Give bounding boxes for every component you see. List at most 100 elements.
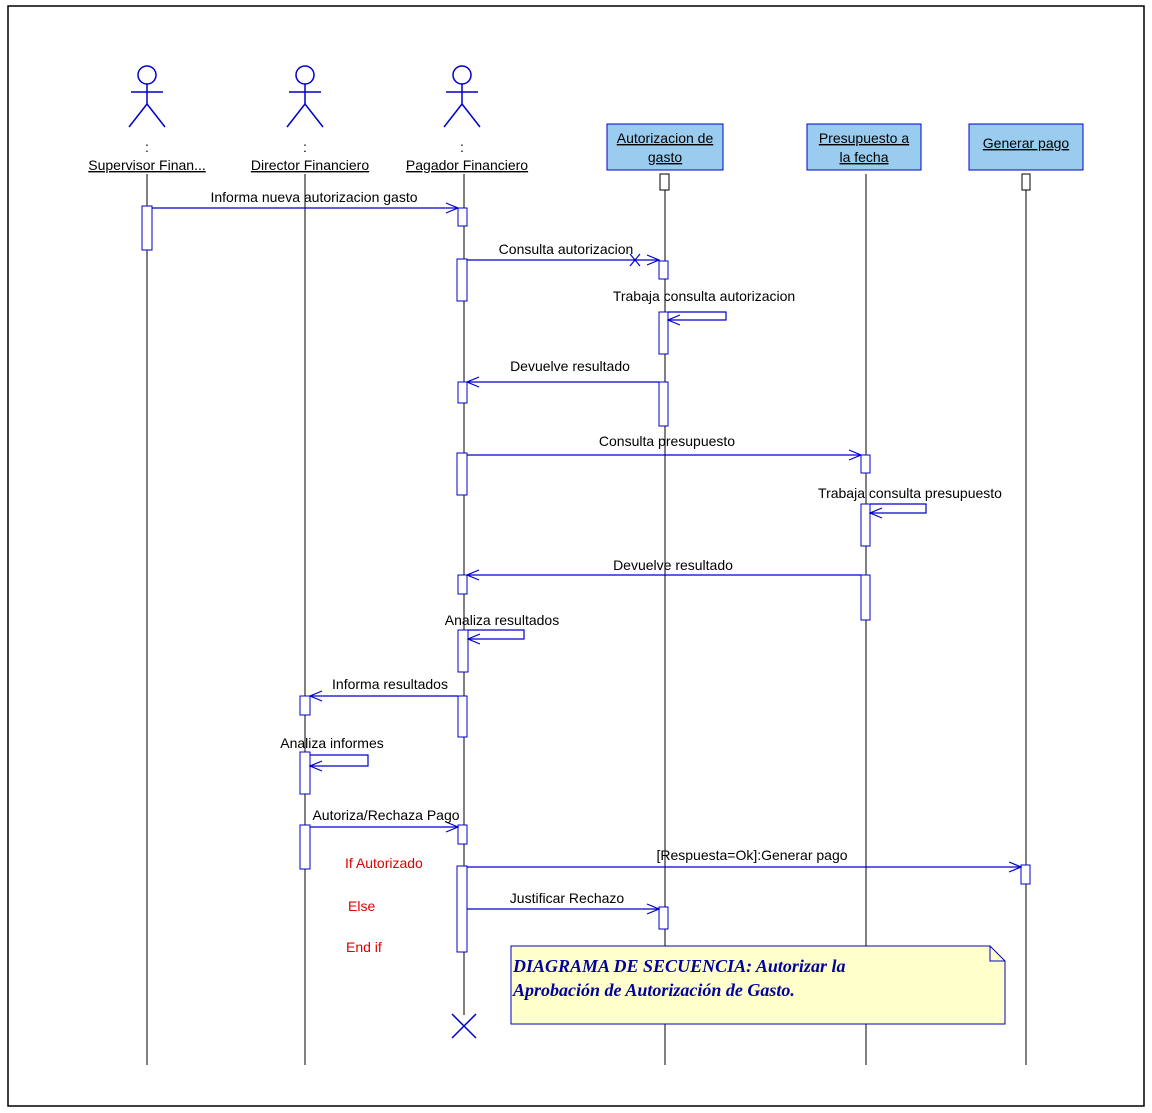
actor-name: Director Financiero — [251, 157, 369, 173]
actor-pagador[interactable] — [443, 65, 481, 128]
object-generar-pago[interactable]: Generar pago — [968, 123, 1084, 171]
activation-bar — [457, 629, 469, 673]
message-label: [Respuesta=Ok]:Generar pago — [656, 847, 847, 863]
activation-bar — [860, 574, 871, 621]
message-informa-autorizacion[interactable] — [152, 202, 460, 214]
note-fold-icon — [989, 946, 1005, 962]
activation-bar — [299, 824, 311, 870]
activation-bar — [658, 260, 669, 280]
arrowhead-icon — [465, 569, 480, 581]
activation-bar — [860, 454, 871, 474]
arrowhead-icon — [445, 821, 460, 833]
message-label: Consulta presupuesto — [599, 433, 735, 449]
activation-bar — [658, 381, 669, 427]
actor-figure-icon — [286, 65, 324, 128]
arrowhead-icon — [308, 760, 323, 772]
activation-bar — [456, 865, 468, 953]
message-label: Analiza informes — [280, 735, 384, 751]
message-label: Devuelve resultado — [613, 557, 733, 573]
condition-if-autorizado: If Autorizado — [345, 855, 423, 871]
activation-bar — [457, 824, 468, 845]
object-name-line1: Autorizacion de — [617, 130, 714, 146]
arrowhead-icon — [466, 633, 481, 645]
message-generar-pago[interactable] — [467, 861, 1023, 873]
activation-bar — [299, 751, 311, 795]
actor-supervisor[interactable] — [128, 65, 166, 128]
arrowhead-icon — [646, 254, 661, 266]
actor-figure-icon — [443, 65, 481, 128]
activation-bar — [299, 695, 311, 716]
message-devuelve-resultado-1[interactable] — [465, 376, 659, 388]
message-label: Justificar Rechazo — [510, 890, 625, 906]
actor-colon: : — [145, 139, 149, 155]
object-name-line1: Presupuesto a — [819, 130, 909, 146]
actor-figure-icon — [128, 65, 166, 128]
activation-bar — [860, 503, 871, 547]
activation-bar — [659, 173, 670, 191]
arrowhead-icon — [445, 202, 460, 214]
message-devuelve-resultado-2[interactable] — [465, 569, 861, 581]
activation-bar — [456, 258, 468, 302]
actor-director[interactable] — [286, 65, 324, 128]
message-analiza-informes[interactable] — [308, 754, 369, 772]
message-label: Consulta autorizacion — [499, 241, 634, 257]
note-line2: Aprobación de Autorización de Gasto. — [512, 980, 795, 1000]
message-autoriza-rechaza-pago[interactable] — [310, 821, 460, 833]
message-trabaja-consulta-presupuesto[interactable] — [868, 503, 927, 519]
arrowhead-icon — [848, 449, 863, 461]
actor-colon: : — [303, 139, 307, 155]
message-label: Devuelve resultado — [510, 358, 630, 374]
arrowhead-icon — [646, 903, 661, 915]
destroy-x-icon — [451, 1013, 477, 1039]
message-informa-resultados[interactable] — [308, 690, 458, 702]
message-label: Trabaja consulta presupuesto — [818, 485, 1002, 501]
message-justificar-rechazo[interactable] — [467, 903, 661, 915]
message-consulta-presupuesto[interactable] — [467, 449, 863, 461]
cross-icon — [629, 253, 641, 267]
message-label: Autoriza/Rechaza Pago — [312, 807, 459, 823]
object-name-line2: la fecha — [839, 149, 888, 165]
activation-bar — [456, 452, 468, 496]
activation-bar — [457, 574, 468, 595]
arrowhead-icon — [1008, 861, 1023, 873]
diagram-frame — [7, 5, 1145, 1107]
actor-colon: : — [460, 139, 464, 155]
object-box — [968, 123, 1084, 171]
note-line1: DIAGRAMA DE SECUENCIA: Autorizar la — [512, 956, 845, 976]
object-name-line2: gasto — [648, 149, 682, 165]
activation-bars — [141, 173, 1031, 953]
arrowhead-icon — [868, 507, 883, 519]
object-name-line1: Generar pago — [983, 135, 1070, 151]
message-label: Informa nueva autorizacion gasto — [210, 189, 417, 205]
activation-bar — [658, 906, 669, 930]
message-label: Trabaja consulta autorizacion — [613, 288, 795, 304]
activation-bar — [141, 205, 153, 251]
note-shape — [510, 945, 1006, 1025]
activation-bar — [457, 695, 468, 738]
message-trabaja-consulta-autorizacion[interactable] — [666, 311, 727, 326]
condition-else: Else — [348, 898, 375, 914]
activation-bar — [1020, 864, 1031, 885]
activation-bar — [1021, 173, 1031, 191]
condition-end-if: End if — [346, 939, 382, 955]
message-consulta-autorizacion[interactable] — [467, 253, 661, 267]
activation-bar — [658, 311, 669, 355]
object-autorizacion-gasto[interactable]: Autorizacion de gasto — [606, 123, 724, 171]
message-label: Informa resultados — [332, 676, 448, 692]
actor-name: Pagador Financiero — [406, 157, 528, 173]
diagram-title-note[interactable]: DIAGRAMA DE SECUENCIA: Autorizar la Apro… — [510, 945, 1006, 1025]
arrowhead-icon — [666, 314, 681, 326]
activation-bar — [457, 381, 468, 404]
arrowhead-icon — [465, 376, 480, 388]
message-analiza-resultados[interactable] — [466, 629, 525, 645]
actor-name: Supervisor Finan... — [88, 157, 206, 173]
activation-bar — [457, 207, 468, 227]
object-box — [606, 123, 724, 171]
lifelines — [146, 174, 1027, 1065]
object-box — [806, 123, 922, 171]
message-label: Analiza resultados — [445, 612, 559, 628]
arrowhead-icon — [308, 690, 323, 702]
object-presupuesto-fecha[interactable]: Presupuesto a la fecha — [806, 123, 922, 171]
